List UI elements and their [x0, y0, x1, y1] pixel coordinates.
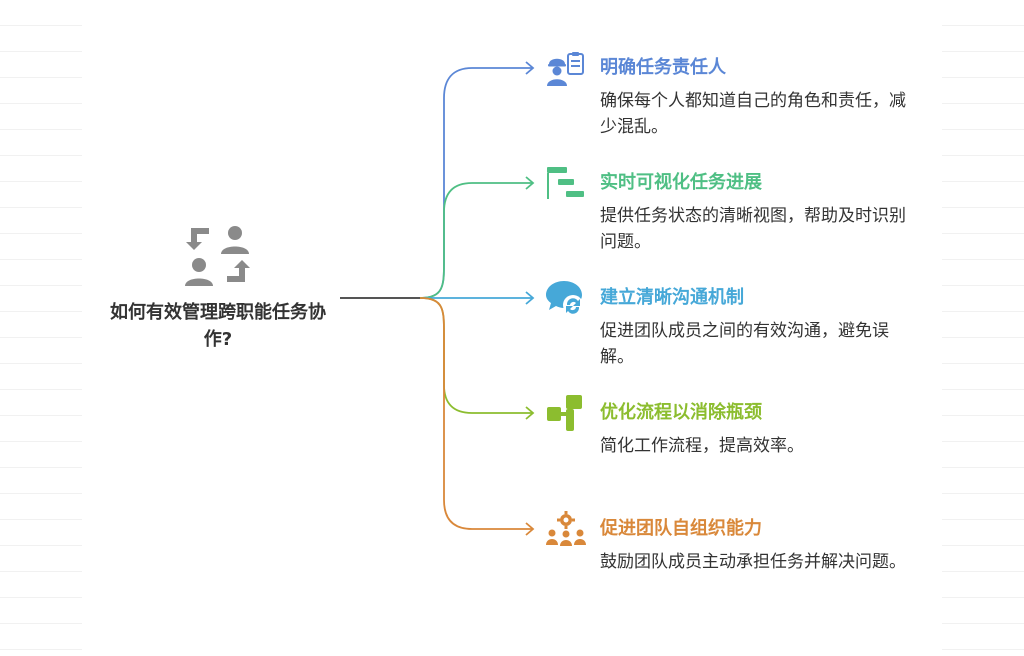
arrow-5	[525, 522, 535, 536]
branch-description: 促进团队成员之间的有效沟通，避免误解。	[600, 321, 889, 367]
team-gear-icon	[546, 511, 586, 546]
branch-description: 简化工作流程，提高效率。	[600, 436, 804, 456]
worker-clipboard-icon	[547, 52, 584, 86]
connector-5	[419, 297, 532, 530]
branch-description: 提供任务状态的清晰视图，帮助及时识别问题。	[600, 206, 906, 252]
arrow-3	[525, 291, 535, 305]
branch-title: 优化流程以消除瓶颈	[600, 402, 762, 423]
branch-description: 鼓励团队成员主动承担任务并解决问题。	[600, 552, 906, 572]
chat-refresh-icon	[546, 281, 583, 315]
connector-2	[419, 182, 532, 299]
connector-4	[419, 297, 532, 414]
central-title: 如何有效管理跨职能任务协作?	[110, 302, 326, 350]
branch-title: 实时可视化任务进展	[600, 172, 762, 193]
exchange-users-icon	[185, 226, 250, 286]
flow-blocks-icon	[547, 395, 582, 431]
arrow-2	[525, 176, 535, 190]
branch-title: 建立清晰沟通机制	[600, 287, 744, 308]
gantt-chart-icon	[547, 167, 584, 199]
branch-description: 确保每个人都知道自己的角色和责任，减少混乱。	[600, 91, 906, 137]
branch-title: 促进团队自组织能力	[600, 518, 762, 539]
branch-title: 明确任务责任人	[600, 57, 726, 78]
diagram-canvas	[82, 0, 942, 656]
arrow-1	[525, 61, 535, 75]
arrow-4	[525, 406, 535, 420]
